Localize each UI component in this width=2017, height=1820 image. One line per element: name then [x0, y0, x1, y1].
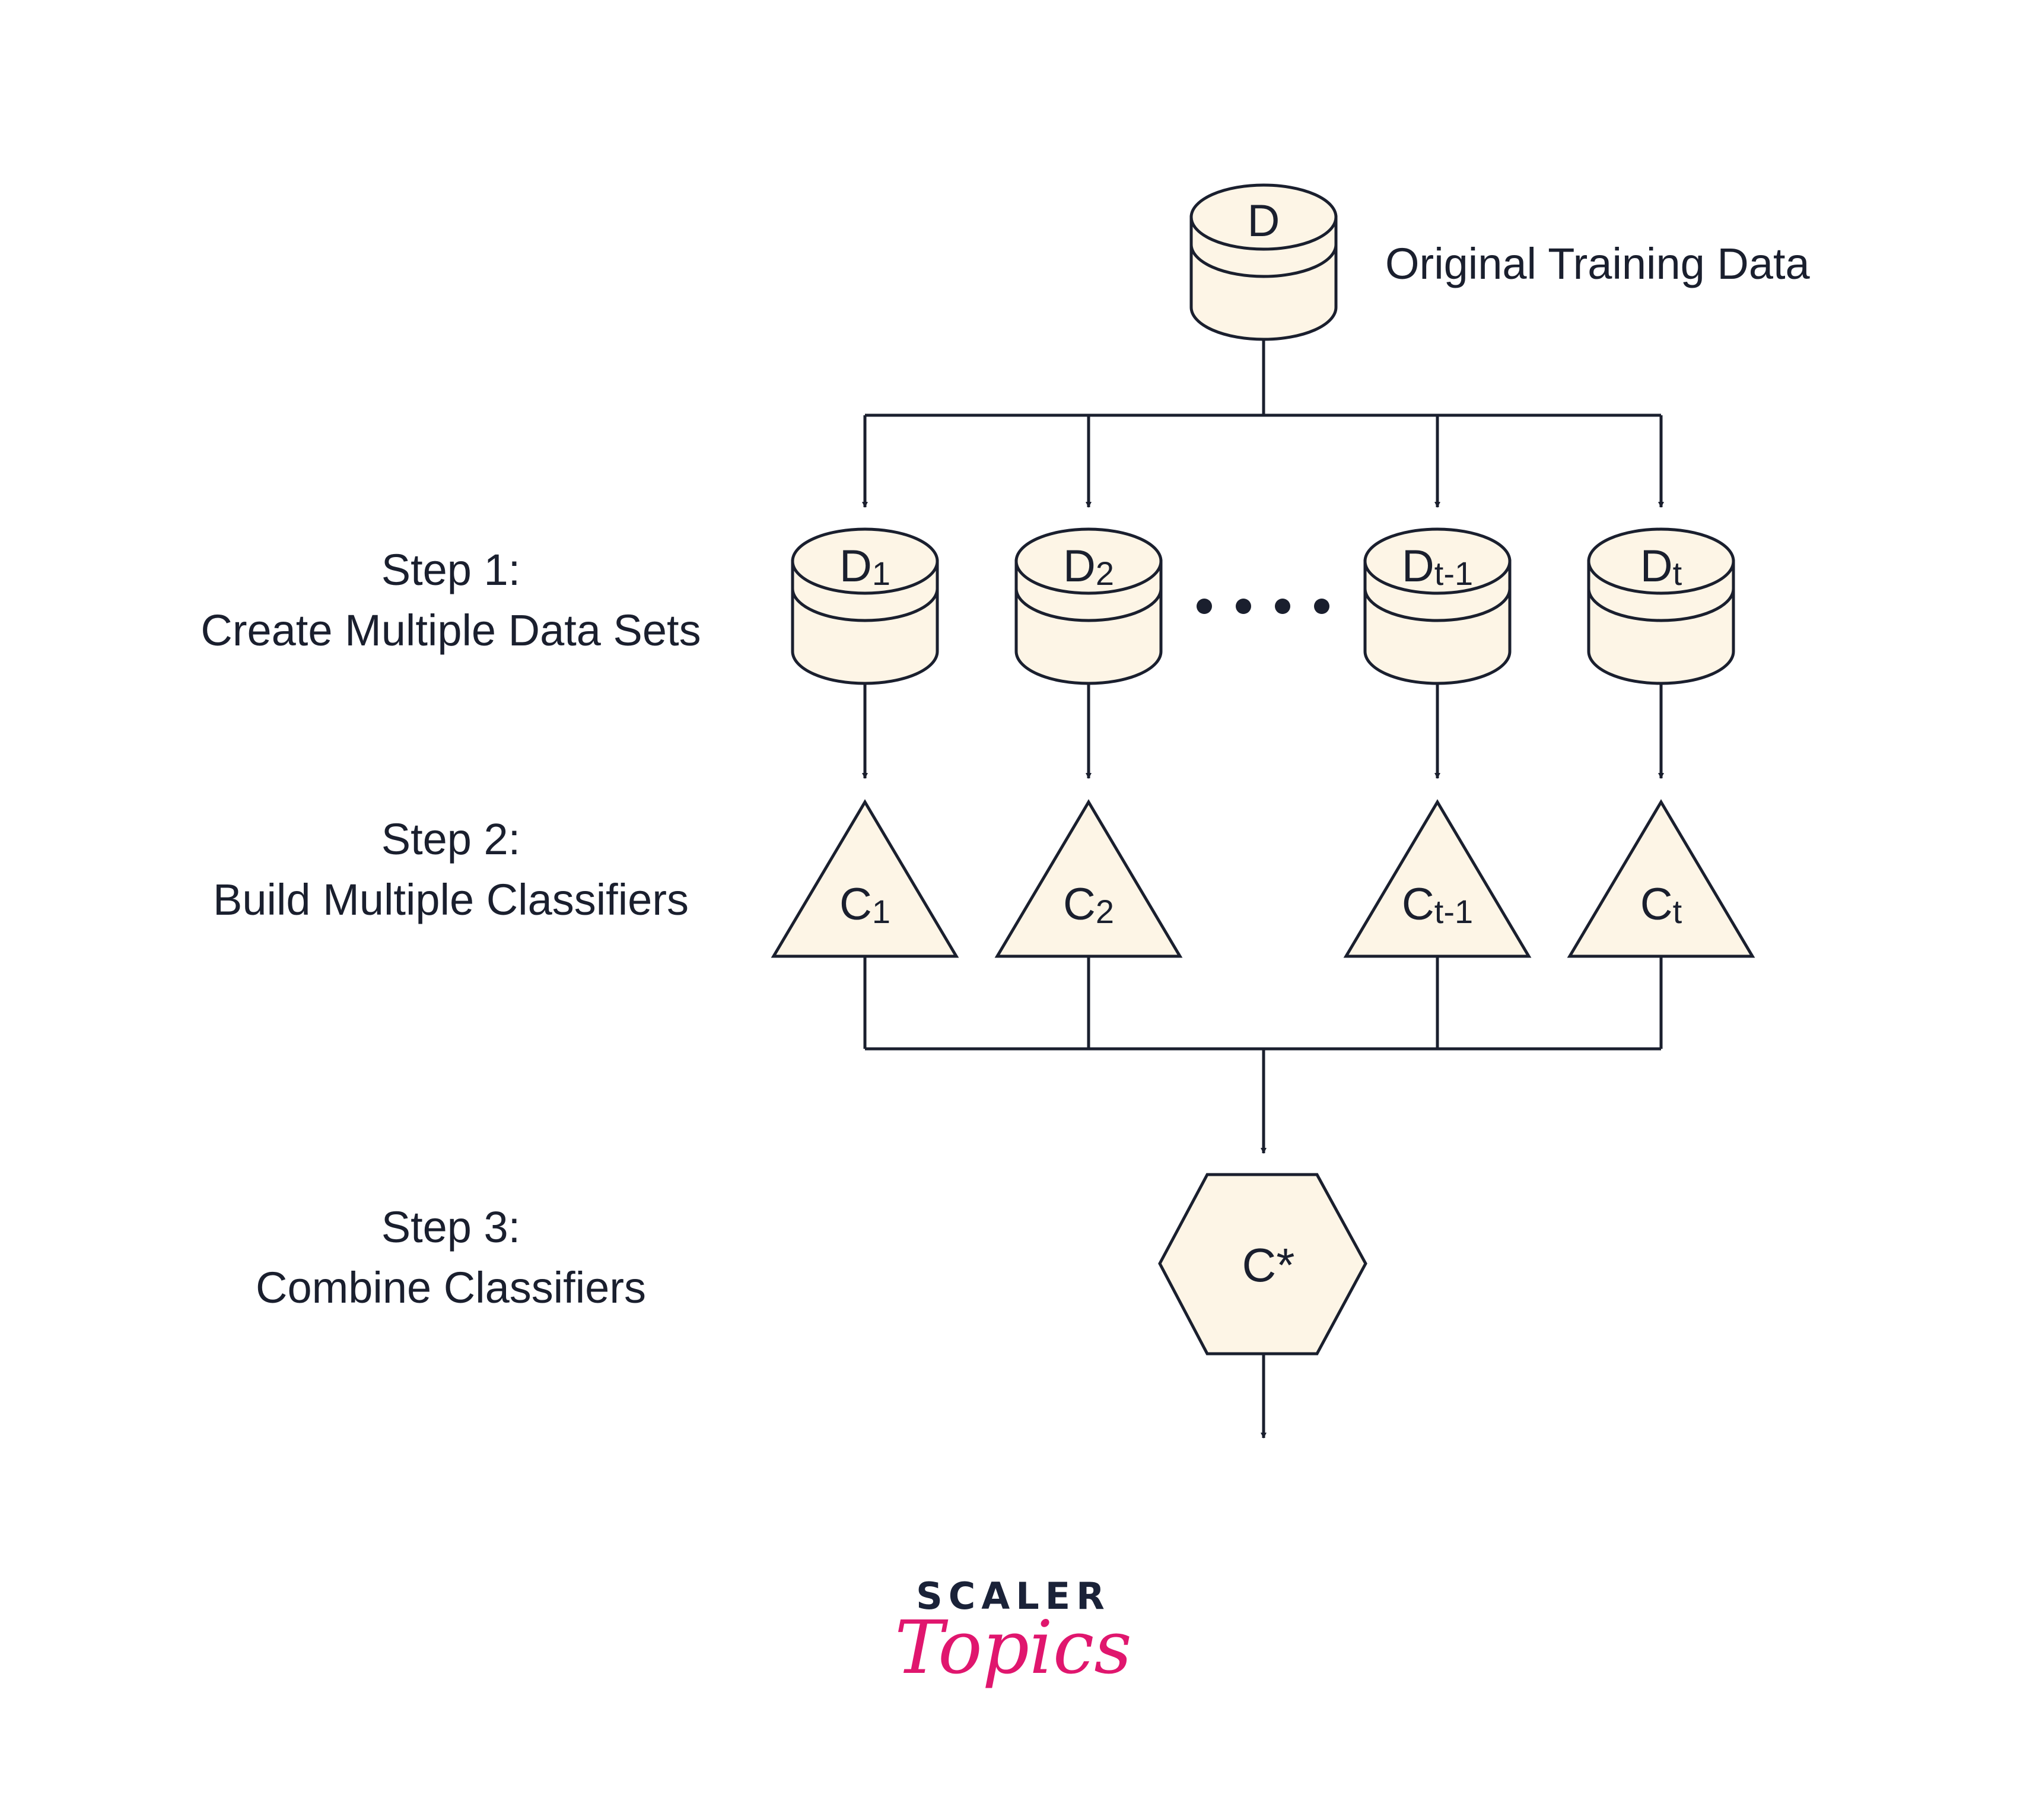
scaler-topics-logo: SCALER Topics	[895, 1574, 1132, 1691]
classifier-node-t: Ct	[1567, 799, 1755, 958]
svg-text:Ct: Ct	[1640, 879, 1682, 930]
svg-text:D1: D1	[839, 541, 890, 592]
dataset-node-t: Dt	[1587, 527, 1735, 685]
dataset-t-1-label: D	[1402, 541, 1434, 591]
svg-text:Ct-1: Ct-1	[1402, 879, 1473, 930]
dataset-t-1-subscript: t-1	[1434, 555, 1473, 592]
step-2-title: Step 2:	[381, 814, 521, 864]
dataset-1-label: D	[839, 541, 872, 591]
classifier-node-t-1: Ct-1	[1343, 799, 1532, 958]
step-3-description: Combine Classifiers	[256, 1263, 646, 1312]
original-data-node: D	[1189, 183, 1338, 341]
database-cylinder-icon	[1014, 527, 1163, 685]
brand-scaler-text: SCALER	[916, 1574, 1111, 1618]
classifier-t-1-label: C	[1402, 879, 1434, 930]
step-3-title: Step 3:	[381, 1202, 521, 1252]
dataset-node-2: D2	[1014, 527, 1163, 685]
svg-text:D2: D2	[1063, 541, 1114, 592]
hexagon-combiner-icon	[1158, 1173, 1367, 1356]
dataset-t-label: D	[1640, 541, 1673, 591]
ellipsis-dots-icon	[1197, 599, 1329, 614]
classifier-2-subscript: 2	[1096, 893, 1114, 930]
brand-topics-text: Topics	[895, 1605, 1132, 1691]
original-data-label: D	[1248, 196, 1280, 246]
combined-classifier-label: C*	[1242, 1239, 1295, 1291]
split-connectors	[862, 339, 1664, 508]
classifier-1-label: C	[839, 879, 872, 930]
combined-classifier-node: C*	[1158, 1173, 1367, 1356]
original-data-caption: Original Training Data	[1385, 239, 1811, 288]
classifier-t-1-subscript: t-1	[1434, 893, 1473, 930]
database-cylinder-icon	[1189, 183, 1338, 341]
classifier-t-subscript: t	[1673, 893, 1682, 930]
svg-text:C1: C1	[839, 879, 890, 930]
database-cylinder-icon	[1363, 527, 1512, 685]
classifier-2-label: C	[1063, 879, 1096, 930]
classifier-t-label: C	[1640, 879, 1673, 930]
step-1-description: Create Multiple Data Sets	[201, 606, 701, 655]
step-2-description: Build Multiple Classifiers	[213, 875, 689, 924]
svg-text:Dt-1: Dt-1	[1402, 541, 1473, 592]
svg-text:C2: C2	[1063, 879, 1114, 930]
dataset-2-subscript: 2	[1096, 555, 1114, 592]
dataset-t-subscript: t	[1673, 555, 1682, 592]
merge-connectors	[863, 956, 1663, 1154]
classifier-1-subscript: 1	[872, 893, 890, 930]
dataset-to-classifier-connectors	[862, 682, 1664, 779]
database-cylinder-icon	[791, 527, 939, 685]
classifier-node-1: C1	[771, 799, 959, 958]
dataset-node-t-1: Dt-1	[1363, 527, 1512, 685]
dataset-2-label: D	[1063, 541, 1096, 591]
dataset-node-1: D1	[791, 527, 939, 685]
svg-text:Dt: Dt	[1640, 541, 1682, 592]
step-1-title: Step 1:	[381, 545, 521, 594]
classifier-node-2: C2	[994, 799, 1183, 958]
dataset-1-subscript: 1	[872, 555, 890, 592]
triangle-classifier-icon	[1343, 799, 1532, 958]
database-cylinder-icon	[1587, 527, 1735, 685]
